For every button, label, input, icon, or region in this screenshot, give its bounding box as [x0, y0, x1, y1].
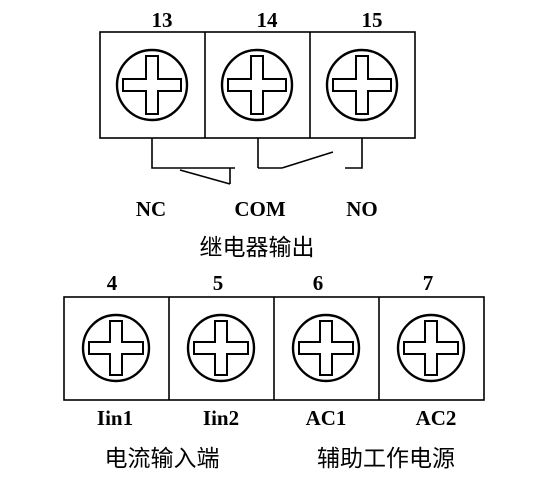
contact-label-nc: NC — [136, 197, 166, 221]
terminal-label-ac1: AC1 — [306, 406, 347, 430]
screw-terminal-icon — [291, 313, 361, 383]
screw-terminal-icon — [325, 48, 399, 122]
aux-power-caption: 辅助工作电源 — [317, 446, 455, 471]
terminal-number-5: 5 — [213, 271, 224, 295]
contact-label-no: NO — [346, 197, 378, 221]
terminal-label-iin1: Iin1 — [97, 406, 133, 430]
screw-terminal-icon — [220, 48, 294, 122]
screw-terminal-icon — [396, 313, 466, 383]
input-terminal-block: 4 5 6 7 — [63, 271, 485, 401]
relay-block-outline — [99, 31, 416, 139]
screw-terminal-icon — [81, 313, 151, 383]
terminal-number-4: 4 — [107, 271, 118, 295]
terminal-number-6: 6 — [313, 271, 324, 295]
screw-terminal-icon — [115, 48, 189, 122]
terminal-number-14: 14 — [257, 8, 279, 32]
relay-contact-wiring — [151, 138, 363, 185]
contact-label-com: COM — [234, 197, 286, 221]
terminal-number-7: 7 — [423, 271, 434, 295]
terminal-number-13: 13 — [152, 8, 173, 32]
current-input-caption: 电流输入端 — [105, 446, 220, 471]
terminal-label-ac2: AC2 — [416, 406, 457, 430]
terminal-number-15: 15 — [362, 8, 383, 32]
screw-terminal-icon — [186, 313, 256, 383]
terminal-label-iin2: Iin2 — [203, 406, 239, 430]
relay-terminal-block: 13 14 15 — [99, 8, 416, 139]
relay-output-caption: 继电器输出 — [200, 235, 315, 260]
